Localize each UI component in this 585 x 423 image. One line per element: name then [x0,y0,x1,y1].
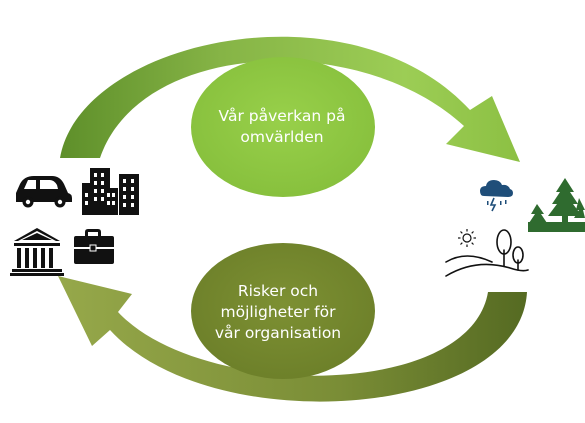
impact-label-line-2: omvärlden [240,128,324,146]
briefcase-icon [74,229,114,264]
sun-icon [458,229,476,247]
bottom-curved-arrow [58,276,527,402]
landscape-trees-icon [445,229,529,277]
top-curved-arrow [60,36,520,162]
bank-icon [10,228,64,276]
risk-ellipse-label: Risker och möjligheter för vår organisat… [200,276,356,348]
car-icon [16,176,72,208]
risk-label-line-3: vår organisation [214,323,342,342]
impact-label-line-1: Vår påverkan på [218,107,346,125]
risk-ellipse [191,243,375,379]
impact-ellipse-label: Vår påverkan på omvärlden [200,92,364,162]
buildings-icon [82,168,139,215]
impact-ellipse [191,57,375,197]
risk-label-line-1: Risker och [237,281,319,300]
forest-icon [528,178,585,232]
storm-cloud-icon [480,180,513,212]
risk-label-line-2: möjligheter för [220,302,336,321]
